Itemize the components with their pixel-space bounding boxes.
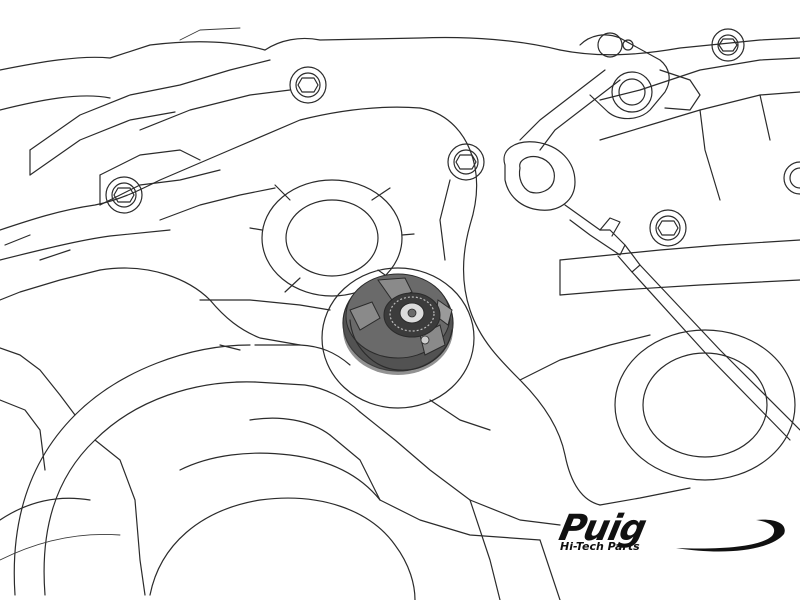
round-boss: [249, 179, 415, 297]
oil-filler-cap: [321, 267, 475, 409]
bolt-left: [105, 176, 143, 214]
brand-logo: Puig Hi-Tech Parts: [556, 508, 788, 558]
bolt-center: [447, 143, 485, 181]
bolt-right: [649, 209, 687, 247]
upper-left-ribs: [4, 59, 291, 261]
right-housing: [519, 57, 800, 506]
center-details: [179, 27, 561, 600]
bolt-top-left: [289, 66, 327, 104]
clutch-cable: [503, 141, 800, 441]
bolt-heads: [105, 28, 800, 247]
clutch-housing: [0, 344, 561, 600]
bolt-top-right: [711, 28, 745, 62]
logo-swoosh-icon: [676, 519, 785, 552]
clutch-arm: [519, 34, 701, 151]
bolt-far-right: [783, 161, 800, 195]
brand-tagline: Hi-Tech Parts: [560, 540, 640, 553]
crankcase-outline: [0, 36, 800, 506]
